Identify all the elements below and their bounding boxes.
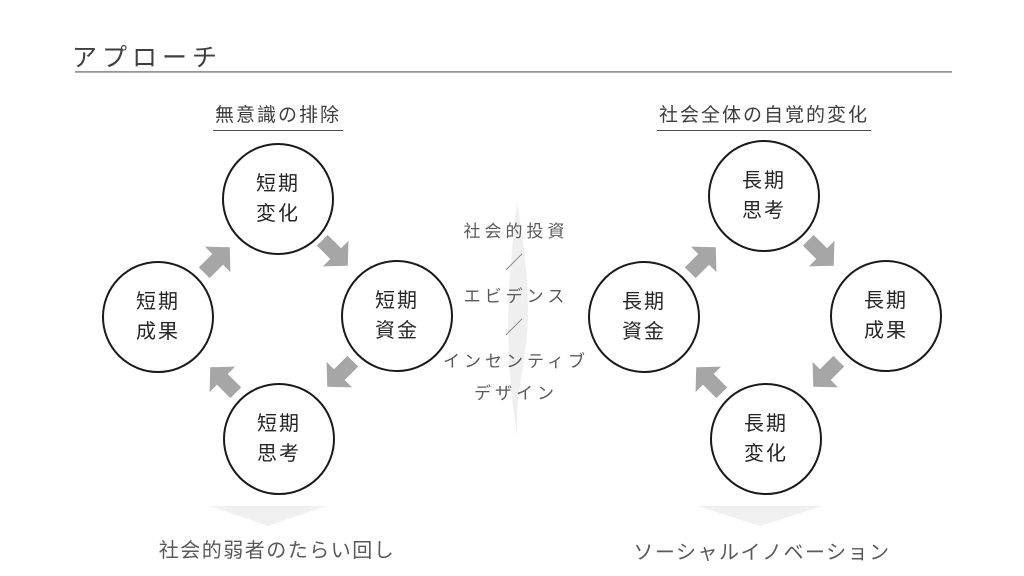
node-label-line2: 成果: [136, 321, 180, 343]
node-short-term-change: 短期 変化: [222, 143, 334, 255]
node-label-line2: 資金: [622, 321, 666, 343]
down-chevron-icon: [210, 506, 326, 526]
node-label-line1: 長期: [622, 291, 666, 313]
label-incentive: インセンティブ: [443, 351, 589, 371]
cycle-arrow-up-right-icon: [198, 246, 231, 279]
node-short-term-funds: 短期 資金: [341, 260, 453, 372]
cycle-arrow-up-left-icon: [209, 366, 242, 399]
node-long-term-thinking: 長期 思考: [708, 140, 820, 252]
center-labels: 社会的投資 ／ エビデンス ／ インセンティブ デザイン: [443, 213, 589, 408]
title-underline: [75, 71, 952, 73]
node-label-line2: 変化: [744, 443, 788, 465]
node-short-term-thinking: 短期 思考: [223, 383, 335, 495]
center-divider-swoosh: [508, 203, 528, 439]
node-short-term-results: 短期 成果: [102, 261, 214, 373]
cycle-arrow-up-left-icon: [695, 366, 728, 399]
left-cycle-caption: 社会的弱者のたらい回し: [158, 540, 396, 562]
slash-divider: ／: [504, 317, 527, 338]
node-label-line2: 変化: [256, 203, 300, 225]
label-social-investment: 社会的投資: [463, 221, 569, 241]
node-long-term-funds: 長期 資金: [588, 261, 700, 373]
node-label-line1: 短期: [136, 291, 180, 313]
node-label-line2: 思考: [742, 200, 786, 222]
slash-divider: ／: [504, 252, 527, 273]
node-label-line1: 短期: [257, 413, 301, 435]
node-label-line1: 長期: [864, 290, 908, 312]
node-label-line1: 短期: [375, 290, 419, 312]
node-long-term-results: 長期 成果: [830, 260, 942, 372]
page-title: アプローチ: [72, 44, 223, 72]
cycle-arrow-down-right-icon: [316, 234, 349, 267]
node-label-line1: 長期: [742, 170, 786, 192]
cycle-arrow-up-right-icon: [684, 246, 717, 279]
cycle-arrow-down-right-icon: [802, 234, 835, 267]
down-chevron-icon: [698, 506, 822, 526]
cycle-arrow-down-left-icon: [326, 355, 359, 388]
label-evidence: エビデンス: [463, 286, 569, 306]
node-label-line1: 短期: [256, 173, 300, 195]
right-cycle-caption: ソーシャルイノベーション: [633, 542, 891, 564]
cycle-arrow-down-left-icon: [812, 355, 845, 388]
node-label-line1: 長期: [744, 413, 788, 435]
left-cycle-header: 無意識の排除: [212, 100, 344, 131]
right-cycle-header: 社会全体の自覚的変化: [656, 100, 872, 131]
label-design: デザイン: [473, 384, 558, 404]
node-label-line2: 資金: [375, 320, 419, 342]
node-long-term-change: 長期 変化: [710, 383, 822, 495]
node-label-line2: 思考: [257, 443, 301, 465]
node-label-line2: 成果: [864, 320, 908, 342]
